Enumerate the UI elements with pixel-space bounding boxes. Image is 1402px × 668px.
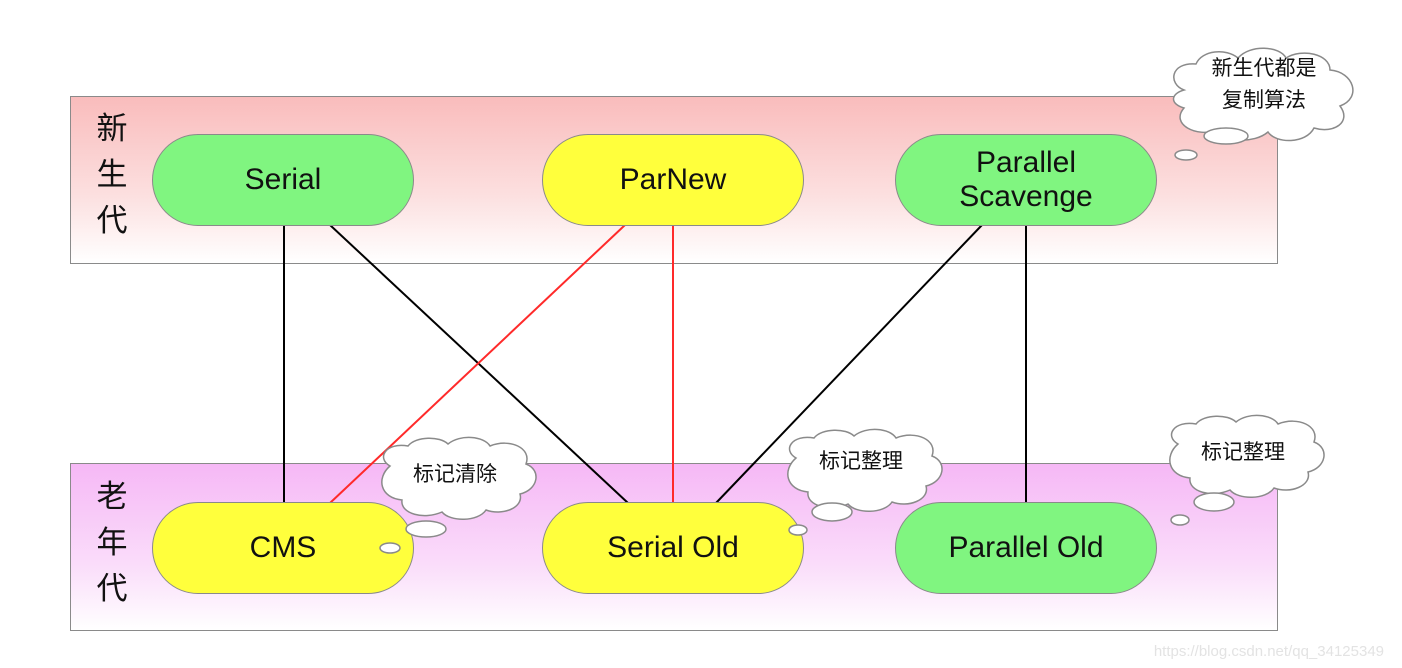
cms-note-cloud-icon	[379, 436, 537, 554]
young-note-line1: 新生代都是	[1211, 56, 1317, 80]
serial-collector: Serial	[152, 134, 414, 226]
serial-label: Serial	[244, 163, 322, 196]
parallel-scavenge-collector: Parallel Scavenge	[895, 134, 1157, 226]
parallel-scavenge-line2: Scavenge	[959, 180, 1093, 213]
parallel-old-label: Parallel Old	[948, 531, 1104, 564]
young-label-char: 代	[96, 203, 128, 239]
young-label-char: 新	[96, 111, 128, 147]
old-label-char: 年	[96, 525, 128, 561]
old-generation-label: 老 年 代	[92, 474, 132, 612]
cms-note: 标记清除	[413, 462, 497, 486]
young-label-char: 生	[96, 157, 128, 193]
parallel-old-collector: Parallel Old	[895, 502, 1157, 594]
old-label-char: 代	[96, 571, 128, 607]
serial-old-note: 标记整理	[819, 449, 903, 473]
link-serial-serial-old	[329, 224, 629, 504]
watermark: https://blog.csdn.net/qq_34125349	[1153, 643, 1384, 660]
parallel-old-note-cloud-icon	[1169, 414, 1325, 526]
parnew-label: ParNew	[619, 163, 727, 196]
cms-collector: CMS	[152, 502, 414, 594]
link-parallel-scavenge-serial-old	[715, 224, 983, 504]
parallel-scavenge-label: Parallel Scavenge	[959, 146, 1092, 214]
young-note-cloud-icon	[1172, 47, 1354, 161]
parnew-collector: ParNew	[542, 134, 804, 226]
serial-old-label: Serial Old	[607, 531, 739, 564]
old-label-char: 老	[96, 479, 128, 515]
young-generation-label: 新 生 代	[92, 106, 132, 244]
link-parnew-cms	[329, 224, 626, 504]
young-note: 新生代都是 复制算法	[1180, 52, 1348, 116]
parallel-old-note: 标记整理	[1201, 440, 1285, 464]
young-note-line2: 复制算法	[1222, 88, 1306, 112]
serial-old-collector: Serial Old	[542, 502, 804, 594]
serial-old-note-cloud-icon	[787, 428, 943, 536]
parallel-scavenge-line1: Parallel	[975, 146, 1077, 179]
cms-label: CMS	[249, 531, 317, 564]
